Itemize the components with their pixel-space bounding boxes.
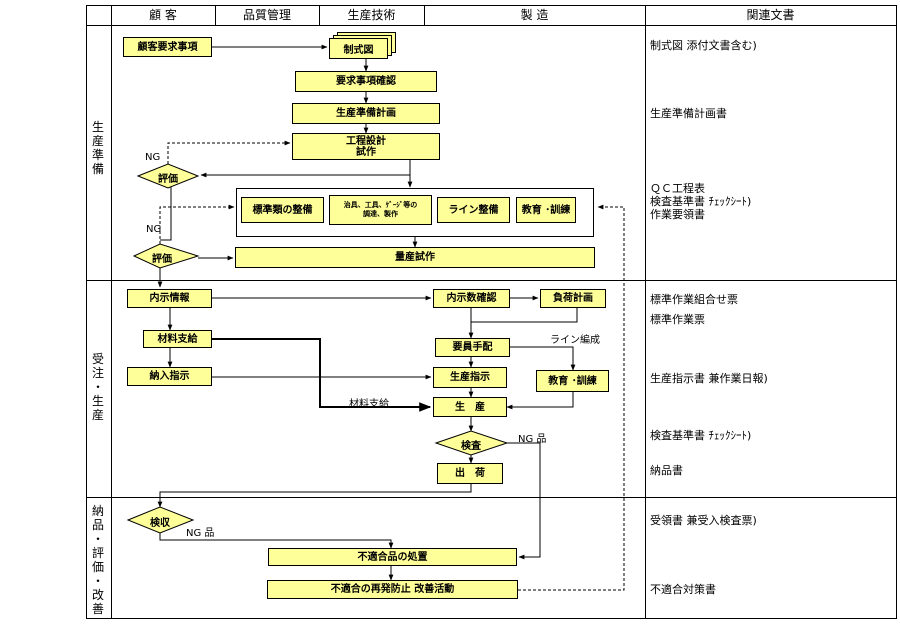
doc-drawing: 制式図 添付文書含む) [650, 39, 757, 52]
header-documents: 関連文書 [746, 8, 795, 22]
node-eval2: 評価 [152, 254, 172, 265]
eval2-diamond [132, 243, 200, 269]
node-delivery-order: 納入指示 [127, 367, 212, 386]
label-ng-product2: NG 品 [186, 528, 215, 539]
node-prevention: 不適合の再発防止 改善活動 [267, 580, 518, 599]
node-customer-requirements: 顧客要求事項 [123, 37, 212, 57]
phase-prep: 生 産 準 備 [91, 120, 104, 176]
label-ng1: NG [145, 152, 161, 163]
label-line-org: ライン編成 [550, 335, 600, 346]
doc-prep-plan: 生産準備計画書 [650, 107, 727, 120]
node-tools: 治具、工具、ｹﾞｰｼﾞ等の 調達、製作 [329, 195, 432, 225]
node-staff: 要員手配 [435, 338, 510, 357]
header-manufacturing: 製 造 [520, 8, 549, 22]
doc-standard-work-combination: 標準作業組合せ票 [650, 293, 738, 306]
label-ng2: NG [146, 224, 162, 235]
node-inspection: 検査 [461, 441, 481, 452]
doc-qc-process: ＱＣ工程表 [650, 182, 705, 195]
node-nonconforming: 不適合品の処置 [268, 548, 517, 566]
prep-tasks-frame [236, 188, 594, 237]
node-production-order: 生産指示 [433, 367, 507, 388]
node-info: 内示情報 [127, 289, 212, 308]
doc-inspection-standard2: 検査基準書 ﾁｪｯｸｼｰﾄ) [650, 429, 752, 442]
doc-receipt: 受領書 兼受入検査票) [650, 514, 757, 527]
node-eval1: 評価 [158, 174, 178, 185]
doc-standard-work: 標準作業票 [650, 313, 705, 326]
label-ng-product1: NG 品 [518, 434, 547, 445]
node-training2: 教育 ･訓練 [536, 370, 609, 392]
node-mass-trial: 量産試作 [235, 247, 595, 268]
node-line-setup: ライン整備 [437, 197, 510, 223]
node-standards: 標準類の整備 [241, 197, 324, 223]
node-material-supply: 材料支給 [143, 330, 212, 348]
doc-delivery-note: 納品書 [650, 464, 683, 477]
doc-production-order: 生産指示書 兼作業日報) [650, 372, 768, 385]
label-material-supply: 材料支給 [349, 399, 389, 410]
doc-nonconformity-countermeasure: 不適合対策書 [650, 583, 716, 596]
node-acceptance: 検収 [150, 518, 170, 529]
node-load-plan: 負荷計画 [540, 289, 606, 308]
node-prep-plan: 生産準備計画 [292, 103, 440, 124]
node-process-design: 工程設計 試作 [292, 133, 440, 160]
eval1-diamond [136, 163, 200, 189]
node-production: 生 産 [433, 397, 507, 417]
phase-delivery: 納 品 ・ 評 価 ・ 改 善 [91, 504, 104, 616]
acceptance-diamond [126, 506, 195, 534]
node-shipping: 出 荷 [437, 463, 503, 484]
doc-inspection-standard1: 検査基準書 ﾁｪｯｸｼｰﾄ) [650, 195, 752, 208]
doc-work-instructions: 作業要領書 [650, 208, 705, 221]
header-customer: 顧 客 [149, 8, 177, 22]
drawing-stack-icon [329, 32, 396, 59]
node-requirement-confirm: 要求事項確認 [295, 71, 437, 92]
header-quality: 品質管理 [242, 8, 291, 22]
inspection-diamond [434, 430, 509, 456]
node-drawing: 制式図 [343, 45, 374, 56]
node-info-confirm: 内示数確認 [433, 289, 510, 308]
phase-order: 受 注 ・ 生 産 [91, 352, 104, 422]
header-production-tech: 生産技術 [347, 8, 396, 22]
node-training1: 教育 ･訓練 [516, 197, 576, 223]
